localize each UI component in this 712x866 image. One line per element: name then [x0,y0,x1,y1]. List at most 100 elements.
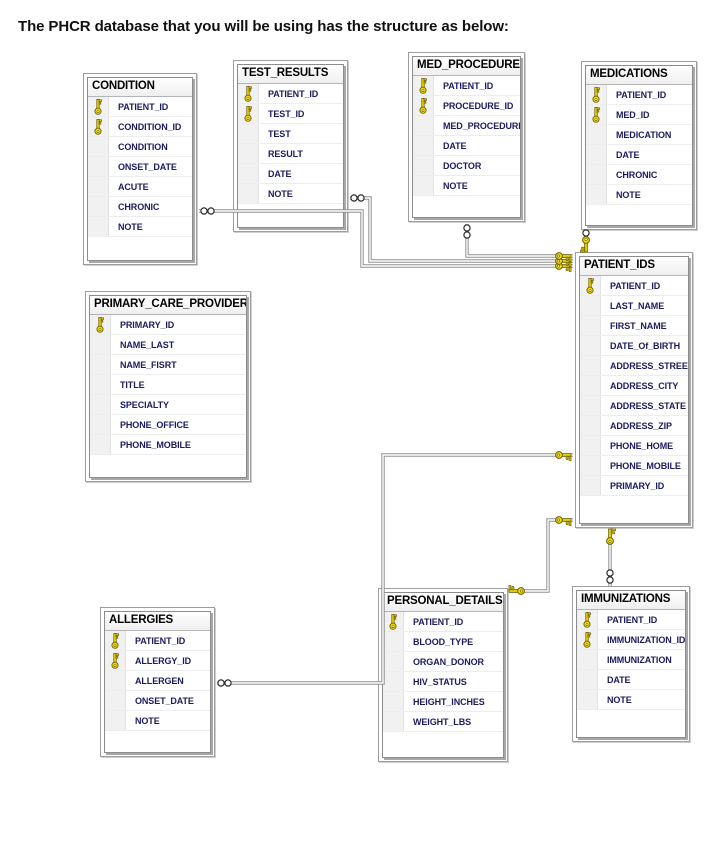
empty-icon-cell [238,144,259,163]
field-row[interactable]: ALLERGEN [105,671,210,691]
primary-key-icon [96,317,104,333]
field-row[interactable]: ALLERGY_ID [105,651,210,671]
field-row[interactable]: NOTE [88,217,192,237]
table-title[interactable]: MEDICATIONS [586,66,692,85]
field-row[interactable]: HIV_STATUS [383,672,503,692]
field-row[interactable]: PHONE_MOBILE [580,456,688,476]
field-row[interactable]: MEDICATION [586,125,692,145]
field-row[interactable]: WEIGHT_LBS [383,712,503,732]
field-row[interactable]: NAME_FISRT [90,355,246,375]
field-row[interactable]: PHONE_MOBILE [90,435,246,455]
field-row[interactable]: PHONE_OFFICE [90,415,246,435]
field-row[interactable]: PRIMARY_ID [580,476,688,496]
field-name: MED_ID [616,109,650,120]
field-row[interactable]: MED_ID [586,105,692,125]
field-row[interactable]: ACUTE [88,177,192,197]
field-row[interactable]: ADDRESS_STREET [580,356,688,376]
field-row[interactable]: PRIMARY_ID [90,315,246,335]
field-name: RESULT [268,148,303,159]
field-row[interactable]: DATE [586,145,692,165]
field-row[interactable]: PATIENT_ID [88,97,192,117]
table-primary-care-provider[interactable]: PRIMARY_CARE_PROVIDER PRIMARY_ID NAME_LAST… [85,291,251,482]
field-row[interactable]: ORGAN_DONOR [383,652,503,672]
table-title[interactable]: MED_PROCEDURE [413,57,520,76]
primary-key-icon [111,653,119,669]
field-row[interactable]: TEST [238,124,343,144]
field-row[interactable]: CONDITION [88,137,192,157]
field-row[interactable]: ADDRESS_CITY [580,376,688,396]
table-title[interactable]: PERSONAL_DETAILS [383,593,503,612]
field-name: TEST_ID [268,108,305,119]
field-row[interactable]: NAME_LAST [90,335,246,355]
field-name: PHONE_OFFICE [120,419,189,430]
field-row[interactable]: DATE [238,164,343,184]
field-row[interactable]: DOCTOR [413,156,520,176]
empty-icon-cell [90,435,111,454]
field-row[interactable]: CHRONIC [88,197,192,217]
field-row[interactable]: FIRST_NAME [580,316,688,336]
field-row[interactable]: PHONE_HOME [580,436,688,456]
field-row[interactable]: HEIGHT_INCHES [383,692,503,712]
field-row[interactable]: NOTE [586,185,692,205]
field-row[interactable]: ADDRESS_STATE [580,396,688,416]
field-row[interactable]: PATIENT_ID [383,612,503,632]
field-row[interactable]: SPECIALTY [90,395,246,415]
field-name: PRIMARY_ID [120,319,175,330]
table-title[interactable]: ALLERGIES [105,612,210,631]
field-row[interactable]: DATE [577,670,685,690]
field-row[interactable]: ONSET_DATE [105,691,210,711]
empty-icon-cell [413,156,434,175]
field-row[interactable]: PROCEDURE_ID [413,96,520,116]
table-title[interactable]: IMMUNIZATIONS [577,591,685,610]
field-row[interactable]: MED_PROCEDURE [413,116,520,136]
field-row[interactable]: NOTE [105,711,210,731]
field-row[interactable]: ONSET_DATE [88,157,192,177]
field-row[interactable]: PATIENT_ID [577,610,685,630]
field-row[interactable]: PATIENT_ID [413,76,520,96]
empty-icon-cell [586,145,607,164]
table-title[interactable]: TEST_RESULTS [238,65,343,84]
field-row[interactable]: CONDITION_ID [88,117,192,137]
table-title[interactable]: PATIENT_IDS [580,257,688,276]
table-title[interactable]: CONDITION [88,78,192,97]
field-name: PATIENT_ID [607,614,658,625]
empty-icon-cell [586,165,607,184]
field-row[interactable]: TEST_ID [238,104,343,124]
field-row[interactable]: PATIENT_ID [586,85,692,105]
field-row[interactable]: IMMUNIZATION_ID [577,630,685,650]
field-row[interactable]: LAST_NAME [580,296,688,316]
field-row[interactable]: NOTE [238,184,343,204]
field-row[interactable]: CHRONIC [586,165,692,185]
field-row[interactable]: ADDRESS_ZIP [580,416,688,436]
field-row[interactable]: DATE_Of_BIRTH [580,336,688,356]
field-row[interactable]: BLOOD_TYPE [383,632,503,652]
field-row[interactable]: IMMUNIZATION [577,650,685,670]
field-name: BLOOD_TYPE [413,636,474,647]
field-row[interactable]: TITLE [90,375,246,395]
field-name: ONSET_DATE [135,695,194,706]
field-name: TITLE [120,379,145,390]
field-row[interactable]: NOTE [577,690,685,710]
primary-key-icon [419,78,427,94]
field-row[interactable]: DATE [413,136,520,156]
key-cell [88,97,109,116]
field-row[interactable]: PATIENT_ID [238,84,343,104]
field-row[interactable]: PATIENT_ID [105,631,210,651]
field-row[interactable]: NOTE [413,176,520,196]
field-row[interactable]: PATIENT_ID [580,276,688,296]
field-row[interactable]: RESULT [238,144,343,164]
table-title[interactable]: PRIMARY_CARE_PROVIDER [90,296,246,315]
empty-icon-cell [577,670,598,689]
